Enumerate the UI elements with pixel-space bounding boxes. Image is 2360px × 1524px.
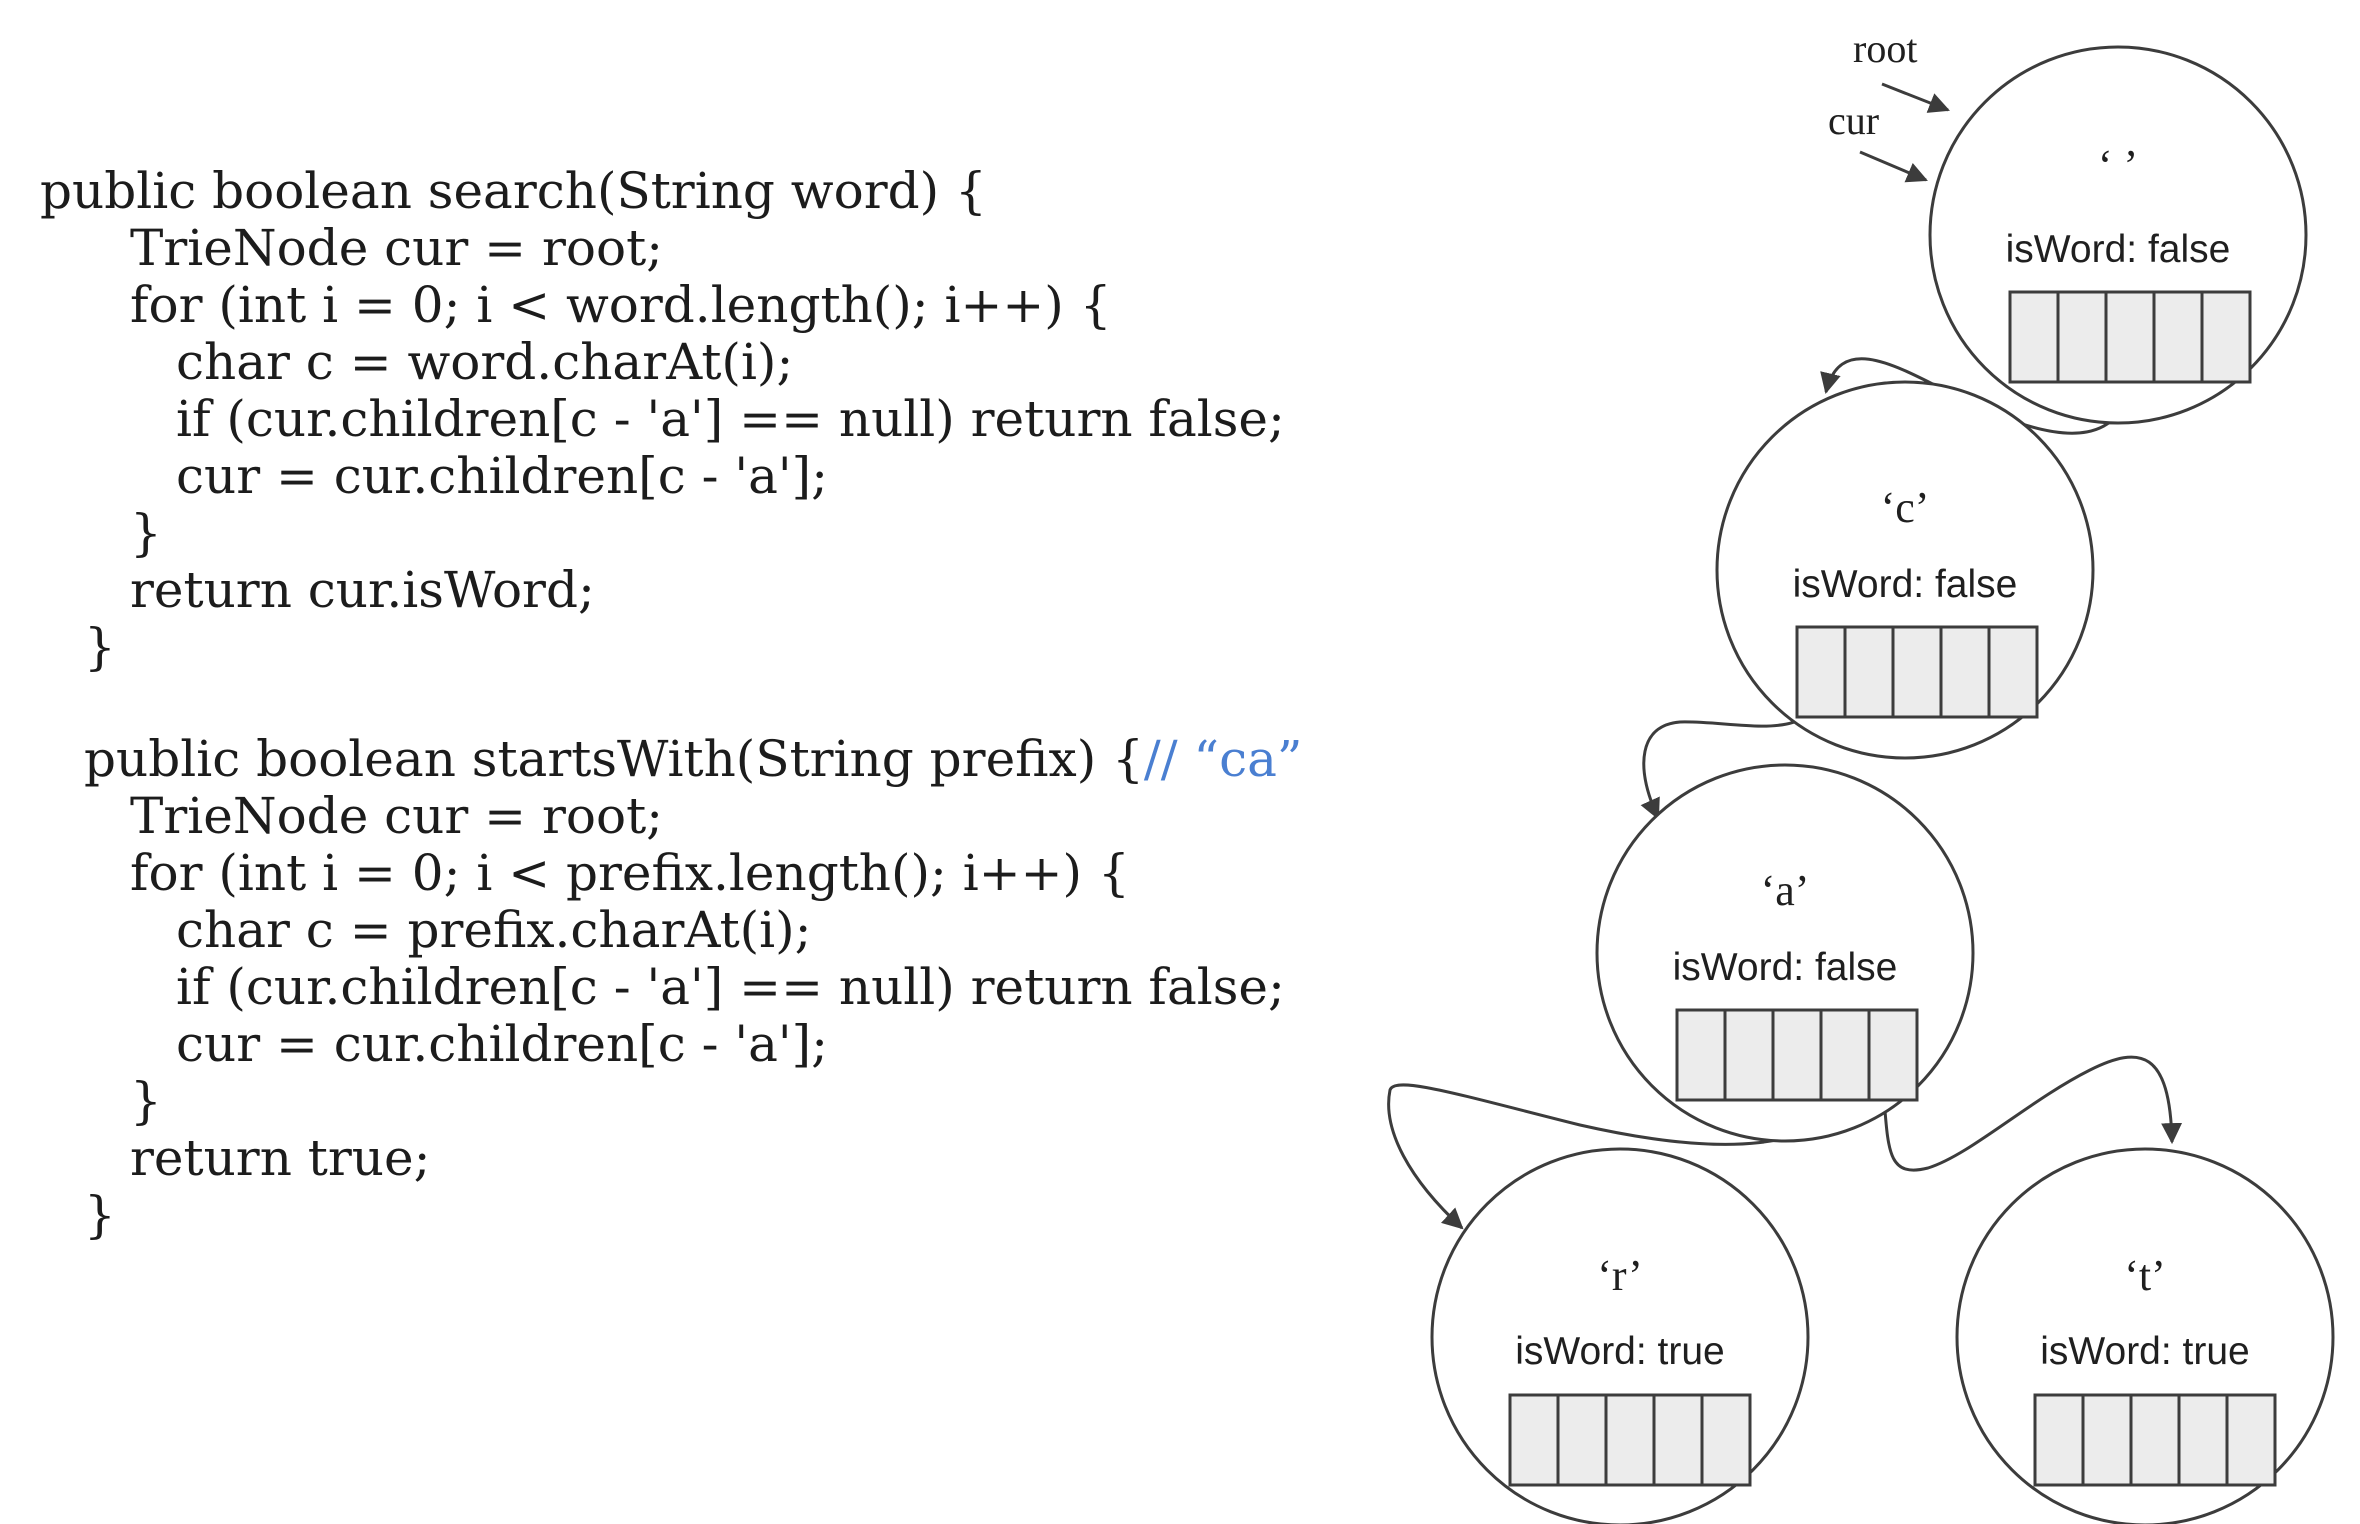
child-cell <box>1987 625 2039 719</box>
code-line: TrieNode cur = root; <box>130 787 664 845</box>
node-isword-label: isWord: false <box>2006 228 2231 271</box>
code-line: if (cur.children[c - 'a'] == null) retur… <box>176 958 1285 1016</box>
child-cell <box>1867 1008 1919 1102</box>
code-line: char c = word.charAt(i); <box>176 333 794 391</box>
code-line: } <box>84 1186 116 1244</box>
code-comment: // “ca” <box>1143 730 1303 788</box>
node-char-label: ‘ ’ <box>2098 141 2138 190</box>
code-line: cur = cur.children[c - 'a']; <box>176 1015 829 1073</box>
child-cell <box>2104 290 2156 384</box>
code-line: } <box>130 1072 162 1130</box>
code-line: } <box>84 618 116 676</box>
child-cell <box>2225 1393 2277 1487</box>
code-line: for (int i = 0; i < word.length(); i++) … <box>130 276 1112 334</box>
child-cell <box>1843 625 1895 719</box>
child-cell <box>1723 1008 1775 1102</box>
root-pointer-arrow <box>1881 82 1950 113</box>
child-cell <box>1819 1008 1871 1102</box>
child-cell <box>1700 1393 1752 1487</box>
edge-a-to-t <box>1878 1055 2183 1172</box>
child-cell <box>2056 290 2108 384</box>
root-pointer-label: root <box>1853 26 1917 71</box>
code-line: public boolean search(String word) { <box>40 162 987 220</box>
trie-node-a: ‘a’ isWord: false <box>1595 763 1975 1143</box>
child-cell <box>2129 1393 2181 1487</box>
code-line: if (cur.children[c - 'a'] == null) retur… <box>176 390 1285 448</box>
child-cell <box>2200 290 2252 384</box>
node-char-label: ‘t’ <box>2124 1251 2166 1300</box>
node-char-label: ‘a’ <box>1761 866 1810 915</box>
node-char-label: ‘c’ <box>1881 483 1930 532</box>
code-line: } <box>130 504 162 562</box>
children-array <box>2008 290 2252 384</box>
code-line: cur = cur.children[c - 'a']; <box>176 447 829 505</box>
node-isword-label: isWord: false <box>1793 563 2018 606</box>
code-line: public boolean startsWith(String prefix)… <box>84 731 1302 787</box>
child-cell <box>2177 1393 2229 1487</box>
code-line: return true; <box>130 1129 431 1187</box>
child-cell <box>1891 625 1943 719</box>
child-cell <box>1675 1008 1727 1102</box>
code-line: char c = prefix.charAt(i); <box>176 901 812 959</box>
trie-node-t: ‘t’ isWord: true <box>1955 1147 2335 1524</box>
cur-pointer-label: cur <box>1828 98 1879 143</box>
child-cell <box>1652 1393 1704 1487</box>
child-cell <box>2008 290 2060 384</box>
child-cell <box>1795 625 1847 719</box>
children-array <box>2033 1393 2277 1487</box>
child-cell <box>2152 290 2204 384</box>
children-array <box>1508 1393 1752 1487</box>
code-text: public boolean startsWith(String prefix)… <box>84 730 1144 788</box>
child-cell <box>1771 1008 1823 1102</box>
node-isword-label: isWord: false <box>1673 946 1898 989</box>
child-cell <box>1604 1393 1656 1487</box>
code-line: TrieNode cur = root; <box>130 219 664 277</box>
node-char-label: ‘r’ <box>1597 1251 1643 1300</box>
children-array <box>1675 1008 1919 1102</box>
child-cell <box>1508 1393 1560 1487</box>
trie-node-c: ‘c’ isWord: false <box>1715 380 2095 760</box>
children-array <box>1795 625 2039 719</box>
child-cell <box>1556 1393 1608 1487</box>
code-line: return cur.isWord; <box>130 561 595 619</box>
node-isword-label: isWord: true <box>2040 1330 2250 1373</box>
cur-pointer-arrow <box>1859 150 1928 183</box>
trie-node-r: ‘r’ isWord: true <box>1430 1147 1810 1524</box>
trie-node-root: ‘ ’ isWord: false <box>1928 45 2308 425</box>
code-line: for (int i = 0; i < prefix.length(); i++… <box>130 844 1130 902</box>
node-isword-label: isWord: true <box>1515 1330 1725 1373</box>
child-cell <box>2033 1393 2085 1487</box>
child-cell <box>2081 1393 2133 1487</box>
child-cell <box>1939 625 1991 719</box>
